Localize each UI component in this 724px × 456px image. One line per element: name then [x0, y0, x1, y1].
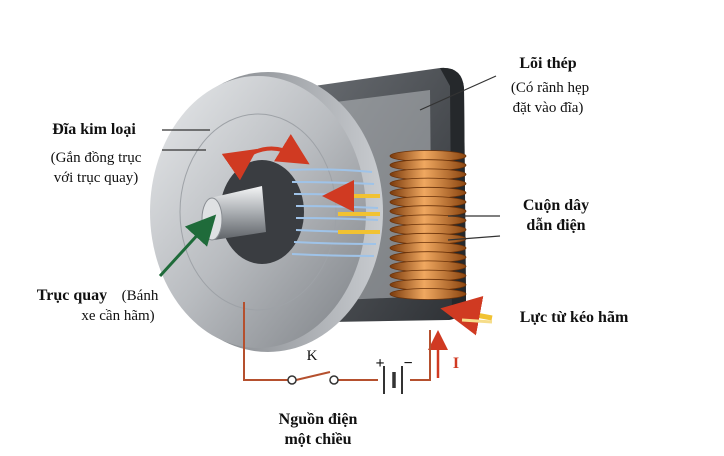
disc-label-note-2: với trục quay) — [54, 170, 139, 186]
switch-contact-left — [287, 375, 297, 385]
dc-circuit — [243, 302, 431, 381]
switch-contact-right — [329, 375, 339, 385]
axle-pointer — [158, 214, 217, 278]
battery-icon — [383, 366, 403, 394]
source-label-1: Nguồn điện — [279, 411, 358, 428]
force-label: Lực từ kéo hãm — [520, 309, 629, 326]
axle-label-note-2: xe cần hãm) — [81, 308, 154, 324]
source-label-2: một chiều — [284, 431, 351, 448]
pointer-lines — [162, 75, 501, 241]
core-label-title: Lõi thép — [519, 55, 576, 72]
current-label: I — [453, 355, 459, 372]
coil-winding — [389, 288, 467, 300]
axle-label-title: Trục quay — [37, 287, 107, 304]
core-label-note-1: (Có rãnh hẹp — [511, 80, 589, 96]
coil-label-2: dẫn điện — [526, 217, 585, 234]
core-label-note-2: đặt vào đĩa) — [513, 100, 584, 116]
minus-label: − — [403, 355, 412, 372]
conductive-coil — [389, 150, 467, 300]
rotation-arrow-icon — [221, 133, 310, 181]
coil-label-1: Cuộn dây — [523, 197, 589, 214]
eddy-force-arrows — [322, 180, 380, 234]
axle-label-note-1: (Bánh — [122, 288, 159, 304]
plus-label: + — [375, 355, 384, 372]
disc-label-note-1: (Gắn đồng trục — [51, 150, 142, 166]
switch-label: K — [307, 348, 318, 364]
disc-label-title: Đĩa kim loại — [52, 121, 136, 138]
braking-force-arrow — [440, 296, 493, 336]
